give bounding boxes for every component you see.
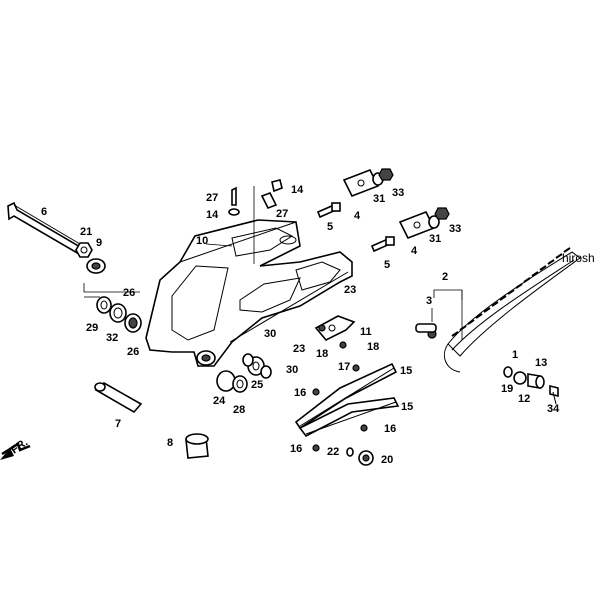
callout-21: 21: [80, 226, 92, 238]
watermark-text: hirosh: [562, 251, 595, 265]
callout-7: 7: [115, 418, 121, 430]
chain-master-link: [415, 308, 437, 339]
callout-4-a: 4: [354, 210, 361, 222]
callout-29: 29: [86, 322, 98, 334]
callout-19: 19: [501, 383, 513, 395]
callout-34: 34: [547, 403, 560, 415]
callout-30-a: 30: [264, 328, 276, 340]
lower-bearings: [216, 353, 272, 393]
chain-adjuster-upper: [316, 168, 394, 219]
callout-5-b: 5: [384, 259, 390, 271]
callout-16-c: 16: [290, 443, 302, 455]
callout-13: 13: [535, 357, 547, 369]
callout-27-b: 27: [276, 208, 288, 220]
swingarm-body: [145, 219, 353, 367]
callout-23-b: 23: [293, 343, 305, 355]
pivot-nut: [75, 242, 93, 258]
callout-9: 9: [96, 237, 102, 249]
callout-18-b: 18: [367, 341, 379, 353]
callout-32: 32: [106, 332, 118, 344]
callout-30-b: 30: [286, 364, 298, 376]
lower-nut-collar: [346, 447, 374, 466]
callout-31-a: 31: [373, 193, 385, 205]
callout-1: 1: [512, 349, 518, 361]
pipe-collar: [94, 382, 143, 414]
callout-14-a: 14: [206, 209, 219, 221]
drive-chain: [433, 247, 581, 373]
chain-adjuster-lower: [370, 207, 450, 253]
callout-22: 22: [327, 446, 339, 458]
collar-bushing: [185, 433, 209, 459]
callout-26-b: 26: [127, 346, 139, 358]
callout-25: 25: [251, 379, 263, 391]
callout-23-a: 23: [344, 284, 356, 296]
pivot-collar: [86, 258, 106, 274]
chain-guide-bracket: [314, 315, 356, 349]
callout-18-a: 18: [316, 348, 328, 360]
callout-11: 11: [360, 326, 372, 338]
callout-33-b: 33: [449, 223, 461, 235]
callout-26-a: 26: [123, 287, 135, 299]
callout-28: 28: [233, 404, 245, 416]
callout-8: 8: [167, 437, 173, 449]
chain-slider: [294, 362, 400, 438]
callout-6: 6: [41, 206, 47, 218]
callout-31-b: 31: [429, 233, 441, 245]
callout-24: 24: [213, 395, 226, 407]
callout-15-a: 15: [400, 365, 412, 377]
pivot-bearing-set: [96, 296, 142, 333]
callout-16-b: 16: [384, 423, 396, 435]
callout-17: 17: [338, 361, 350, 373]
callout-4-b: 4: [411, 245, 418, 257]
callout-10: 10: [196, 235, 208, 247]
callout-27-a: 27: [206, 192, 218, 204]
slider-screws: [312, 364, 368, 452]
callout-3: 3: [426, 295, 432, 307]
callout-2: 2: [442, 271, 448, 283]
callout-20: 20: [381, 454, 393, 466]
callout-33-a: 33: [392, 187, 404, 199]
callout-14-b: 14: [291, 184, 304, 196]
front-direction-arrow: [0, 442, 31, 460]
upper-bolts: [228, 179, 283, 264]
callout-16-a: 16: [294, 387, 306, 399]
axle-collar-set: [503, 366, 559, 405]
callout-15-b: 15: [401, 401, 413, 413]
callout-12: 12: [518, 393, 530, 405]
callout-5-a: 5: [327, 221, 333, 233]
